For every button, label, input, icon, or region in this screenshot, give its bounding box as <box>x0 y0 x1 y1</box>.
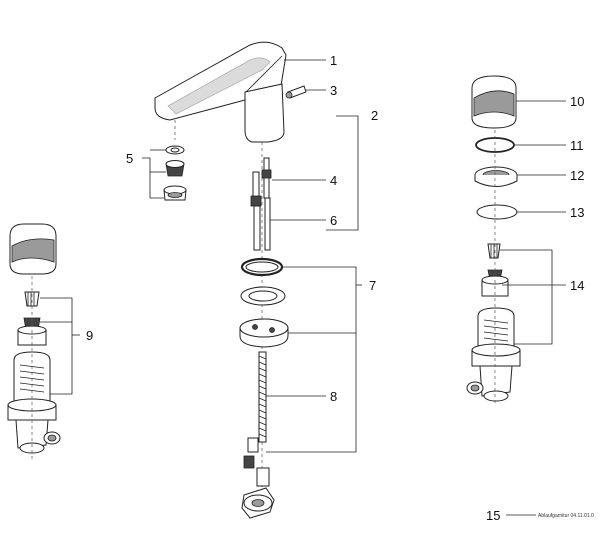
callout-10: 10 <box>570 94 584 109</box>
callout-5: 5 <box>126 151 133 166</box>
callout-numbers: 1 2 3 4 5 6 7 8 9 10 11 12 13 14 15 Abla… <box>86 53 594 523</box>
callout-9: 9 <box>86 328 93 343</box>
callout-8: 8 <box>330 389 337 404</box>
callout-2: 2 <box>371 108 378 123</box>
callout-6: 6 <box>330 213 337 228</box>
right-cartridge-assembly <box>466 75 521 402</box>
faucet-body <box>154 41 287 143</box>
callout-15: 15 <box>486 508 500 523</box>
part-7-rings <box>239 257 289 348</box>
callout-12: 12 <box>570 168 584 183</box>
part-3-pin <box>285 85 307 99</box>
callout-7: 7 <box>369 278 376 293</box>
part-4-6-connectors <box>250 157 272 251</box>
part-5-aerator <box>163 145 187 201</box>
callout-13: 13 <box>570 205 584 220</box>
callout-4: 4 <box>330 173 337 188</box>
leader-lines <box>40 59 566 516</box>
callout-1: 1 <box>330 53 337 68</box>
center-bottom-fittings <box>241 437 275 519</box>
part-8-threaded-rod <box>258 351 267 443</box>
footer-caption: Ablaufgarnitur 04.11.01.0 <box>538 513 594 519</box>
callout-3: 3 <box>330 83 337 98</box>
left-cartridge-assembly <box>7 223 61 454</box>
callout-14: 14 <box>570 278 584 293</box>
callout-11: 11 <box>570 138 584 153</box>
